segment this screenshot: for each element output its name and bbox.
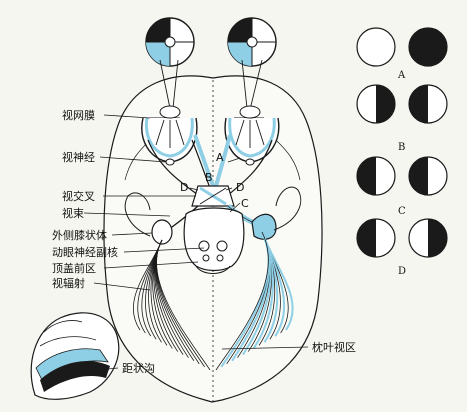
right-optic-radiation — [215, 231, 294, 371]
lesion-marker-a: A — [216, 151, 224, 164]
defect-a-left-eye — [356, 27, 396, 67]
defect-label-a: A — [397, 70, 406, 81]
lesion-marker-c: C — [241, 197, 249, 210]
label-lateral-geniculate-body: 外侧膝状体 — [52, 228, 107, 242]
occipital-lobe-inset — [30, 312, 120, 400]
defect-d-right-eye — [408, 218, 448, 258]
right-lateral-geniculate-body — [251, 213, 277, 240]
left-visual-field — [145, 17, 195, 67]
label-calcarine-sulcus: 距状沟 — [122, 361, 155, 375]
defect-c-right-eye — [408, 156, 448, 196]
defect-c-left-eye — [356, 156, 396, 196]
label-oculomotor-accessory-nucleus: 动眼神经副核 — [52, 245, 118, 259]
label-optic-chiasm: 视交叉 — [62, 189, 95, 203]
label-optic-radiation: 视辐射 — [52, 276, 85, 290]
label-optic-nerve: 视神经 — [62, 150, 95, 164]
visual-field-defects: A B C D — [356, 27, 448, 277]
defect-b-left-eye — [356, 84, 396, 124]
defect-b-right-eye — [408, 84, 448, 124]
lesion-line-c — [229, 202, 241, 213]
lesion-line-d-right — [225, 187, 233, 191]
optic-chiasm — [191, 185, 235, 207]
right-eyeball — [224, 105, 280, 163]
radiation-fiber — [156, 239, 211, 371]
lesion-line-a — [227, 157, 241, 163]
lesion-marker-b: B — [205, 171, 213, 184]
defect-d-left-eye — [356, 218, 396, 258]
midbrain — [183, 207, 245, 274]
label-retina: 视网膜 — [62, 108, 95, 122]
left-lateral-geniculate-body — [151, 219, 173, 245]
leader-lines — [77, 114, 309, 373]
defect-label-d: D — [398, 266, 406, 277]
radiation-fiber — [215, 231, 269, 371]
retina-arrows — [155, 119, 265, 148]
right-visual-field — [227, 17, 277, 67]
left-optic-radiation — [133, 239, 211, 371]
lesion-marker-d-right: D — [236, 181, 244, 194]
defect-label-c: C — [398, 206, 406, 217]
lesion-marker-d-left: D — [180, 181, 188, 194]
lesion-line-d-left — [189, 187, 199, 191]
label-pretectal-area: 顶盖前区 — [52, 261, 96, 275]
gyrus-right — [275, 139, 301, 181]
label-optic-tract: 视束 — [62, 206, 84, 220]
defect-a-right-eye — [408, 27, 448, 67]
right-meyer-loop — [273, 186, 302, 231]
defect-label-b: B — [398, 142, 405, 153]
label-occipital-visual-area: 枕叶视区 — [312, 340, 356, 354]
